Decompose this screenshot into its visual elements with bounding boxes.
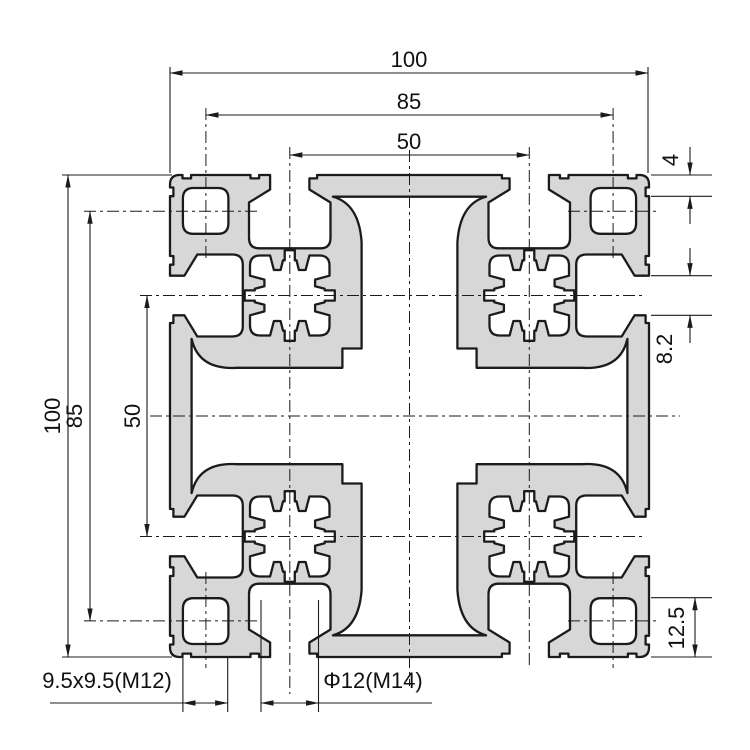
dim-left-overall: 100: [40, 398, 65, 435]
dimension-lines: [50, 67, 712, 712]
centerlines: [84, 108, 680, 694]
dim-left-hole-centers: 85: [62, 404, 87, 428]
dim-top-hole-centers: 85: [397, 89, 421, 114]
dim-right-lip-depth: 4: [658, 154, 683, 166]
dim-right-slot-opening: 8.2: [652, 334, 677, 365]
dim-top-overall: 100: [391, 47, 428, 72]
dim-bottom-corner-hole: 9.5x9.5(M12): [42, 668, 172, 693]
extrusion-profile-shape: [168, 173, 651, 659]
dim-top-slot-centers: 50: [397, 129, 421, 154]
dimension-labels: 100 85 50 100 85 50 4 8.2 12.5 9.5x9.5(M…: [40, 47, 689, 693]
dim-bottom-center-bore: Φ12(M14): [323, 668, 422, 693]
dim-left-slot-centers: 50: [120, 404, 145, 428]
dim-right-foot-height: 12.5: [664, 607, 689, 650]
